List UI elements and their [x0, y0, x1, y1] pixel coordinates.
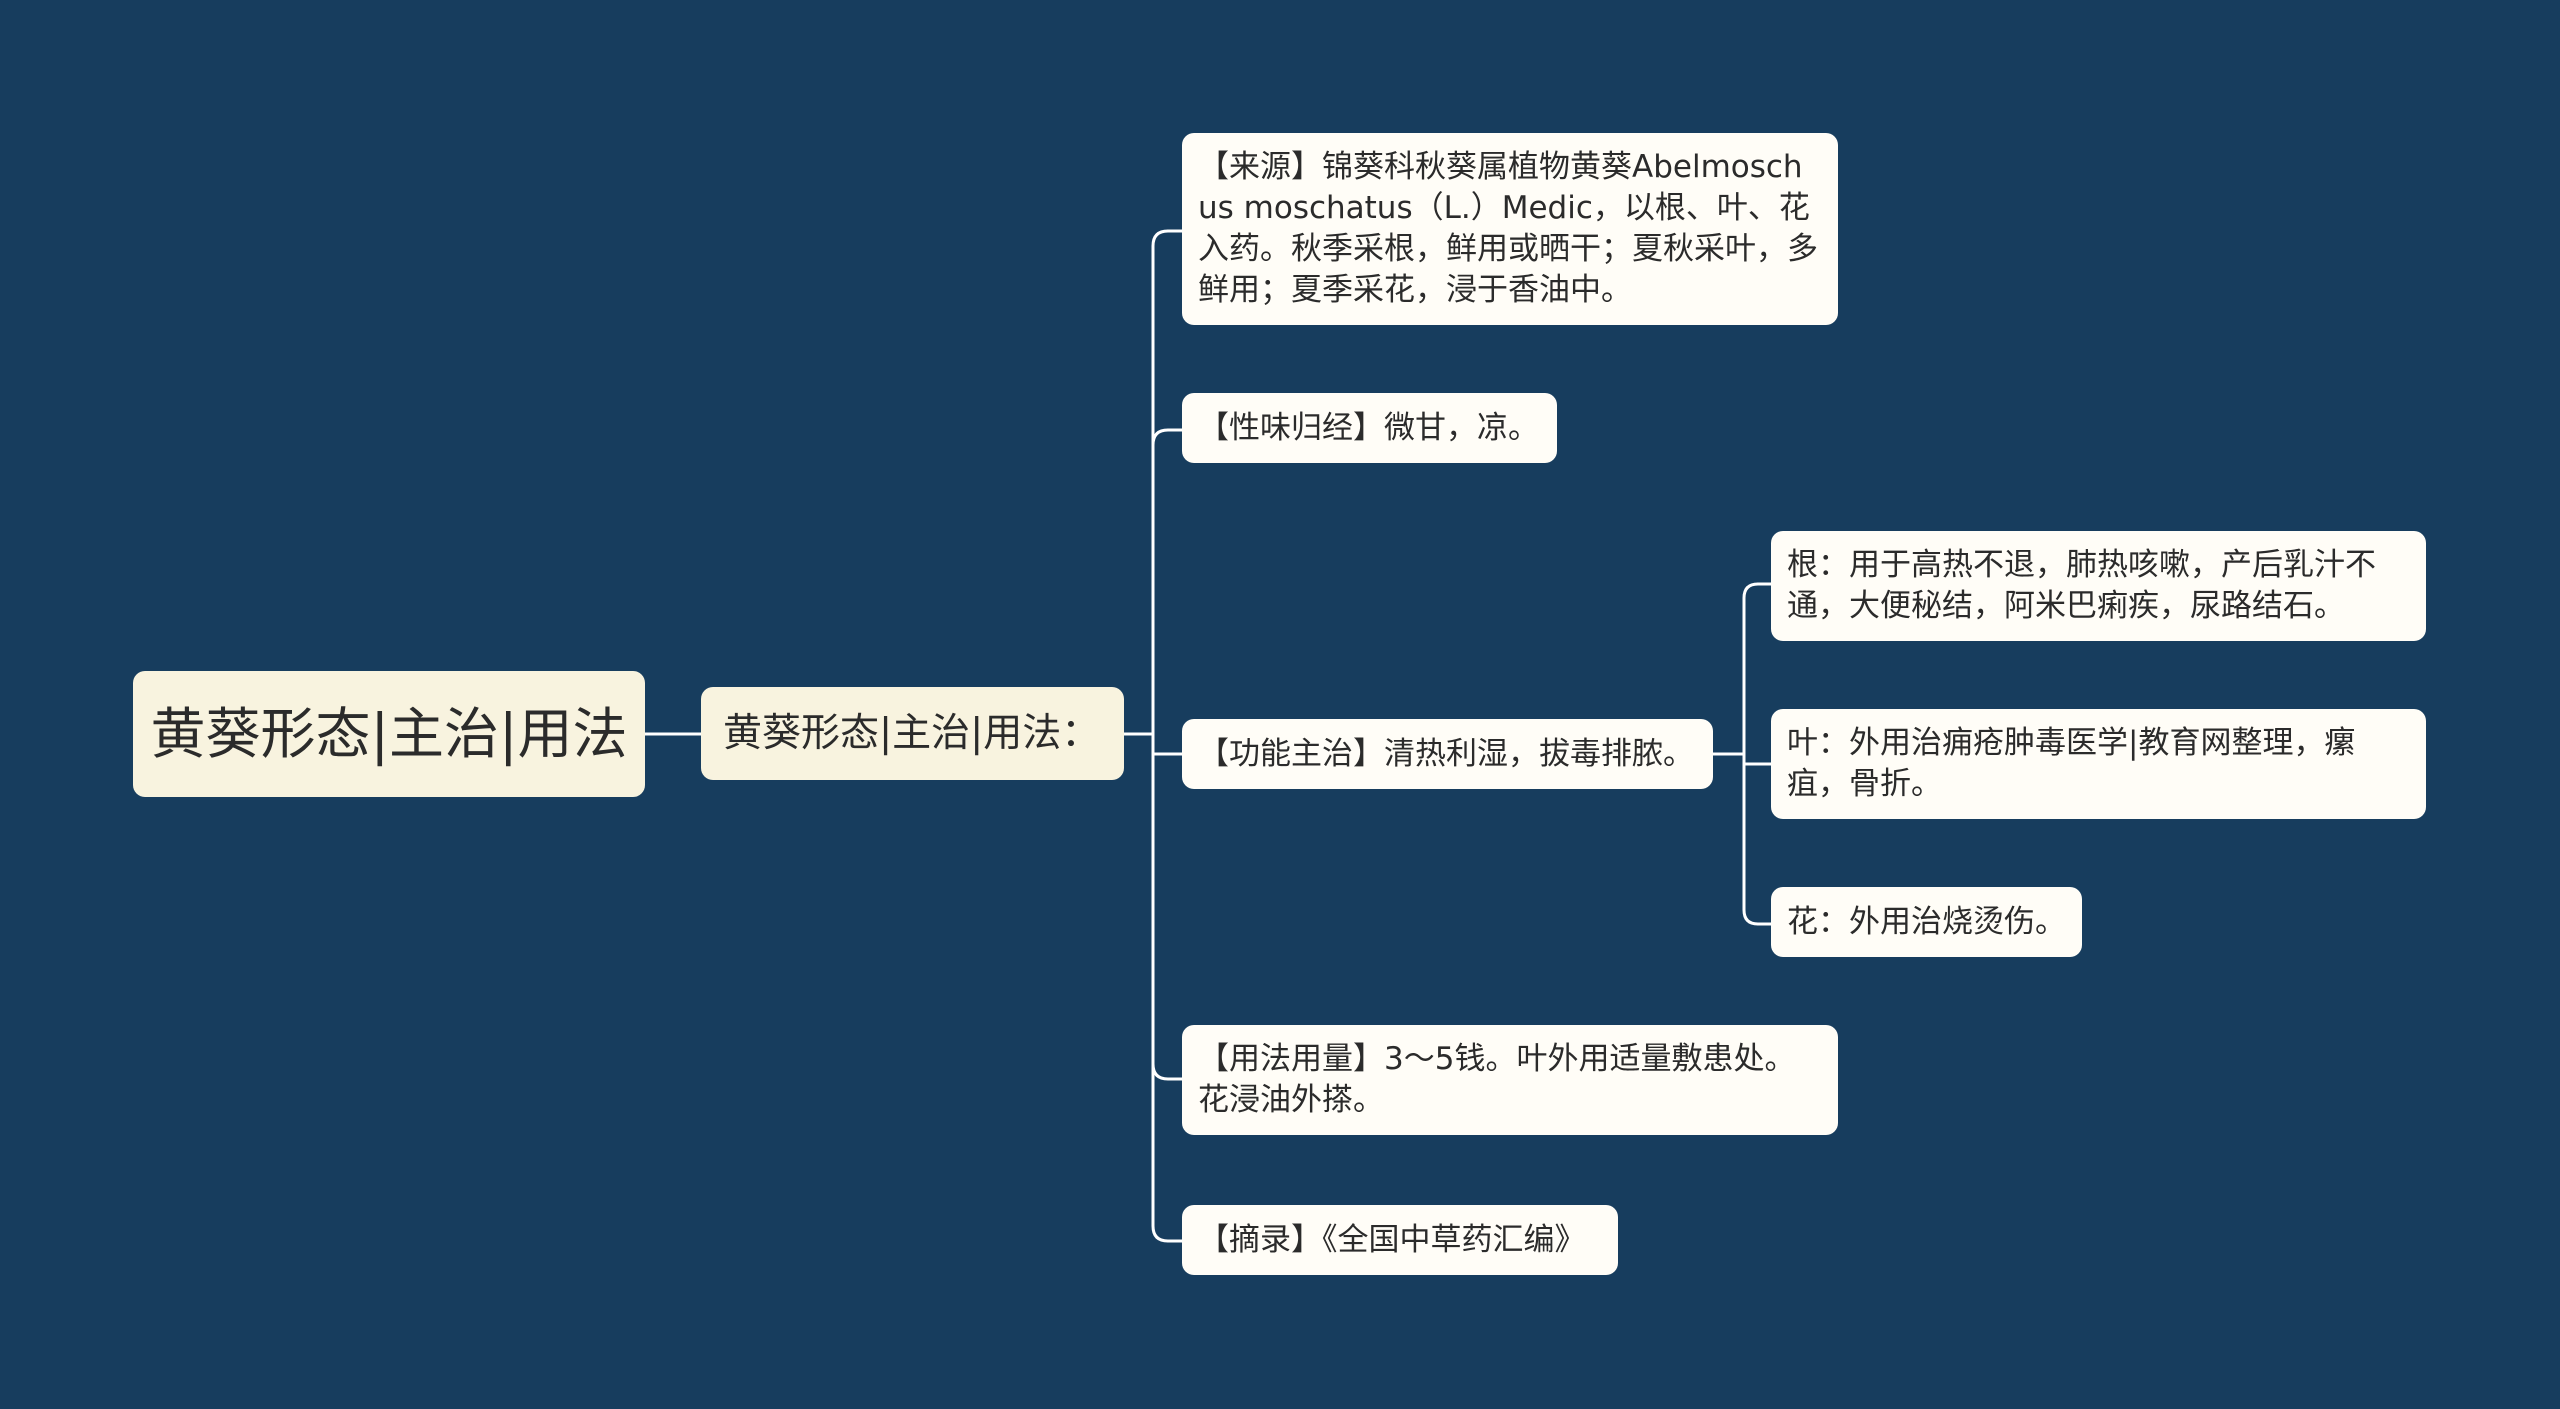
topic-source[interactable]: 【来源】锦葵科秋葵属植物黄葵Abelmoschus moschatus（L.）M… [1182, 133, 1838, 325]
subtopic-leaf[interactable]: 叶：外用治痈疮肿毒医学|教育网整理，瘰疽，骨折。 [1771, 709, 2426, 819]
topic-usage[interactable]: 【用法用量】3～5钱。叶外用适量敷患处。花浸油外搽。 [1182, 1025, 1838, 1135]
root-node[interactable]: 黄葵形态|主治|用法 [133, 671, 645, 797]
subtopic-flower[interactable]: 花：外用治烧烫伤。 [1771, 887, 2082, 957]
connector-subspine [1742, 582, 1760, 926]
branch-node[interactable]: 黄葵形态|主治|用法： [701, 687, 1124, 780]
connector-spine [1151, 229, 1170, 1243]
topic-excerpt[interactable]: 【摘录】《全国中草药汇编》 [1182, 1205, 1618, 1275]
connector-topic-usage [1151, 1062, 1184, 1081]
connector-topic-taste [1151, 428, 1184, 447]
topic-taste[interactable]: 【性味归经】微甘，凉。 [1182, 393, 1557, 463]
topic-function[interactable]: 【功能主治】清热利湿，拔毒排脓。 [1182, 719, 1713, 789]
subtopic-root[interactable]: 根：用于高热不退，肺热咳嗽，产后乳汁不通，大便秘结，阿米巴痢疾，尿路结石。 [1771, 531, 2426, 641]
